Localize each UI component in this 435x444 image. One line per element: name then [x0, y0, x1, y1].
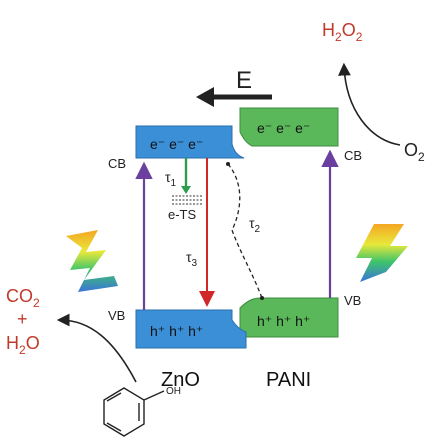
recombination-dot	[260, 296, 264, 300]
zno-vb-label: VB	[108, 308, 125, 323]
zno-cb-label: CB	[108, 156, 126, 171]
phenol-degradation-arrow	[56, 313, 137, 383]
h2o-label: H2O	[6, 333, 40, 357]
pani-conduction-band	[239, 107, 339, 147]
plus-label: +	[17, 309, 28, 329]
co2-label: CO2	[6, 286, 40, 310]
interfacial-recombination-path	[227, 163, 263, 299]
pani-vb-holes: h⁺ h⁺ h⁺	[257, 313, 310, 329]
tau1-label: τ1	[165, 169, 177, 189]
pani-valence-band	[239, 297, 339, 338]
field-label: E	[236, 67, 252, 94]
phenol-structure	[103, 387, 165, 437]
o2-label: O2	[404, 140, 425, 164]
zno-cb-electrons: e⁻ e⁻ e⁻	[150, 136, 203, 152]
tau3-label: τ3	[186, 249, 198, 269]
h2o2-label: H2O2	[322, 20, 363, 44]
tau2-label: τ2	[249, 215, 261, 235]
pani-vb-label: VB	[344, 293, 361, 308]
trap-arrow-head	[181, 186, 191, 194]
light-bolt-left-icon	[66, 230, 118, 292]
trap-state-label: e-TS	[168, 207, 197, 222]
field-arrow-head	[196, 87, 214, 107]
pani-name: PANI	[266, 369, 311, 391]
recombination-dot	[226, 162, 230, 166]
phenol-oh-label: OH	[166, 386, 181, 397]
zno-valence-band	[135, 309, 247, 349]
o2-to-h2o2-arrow	[338, 62, 401, 146]
zno-conduction-band	[135, 125, 245, 159]
pani-cb-electrons: e⁻ e⁻ e⁻	[257, 120, 310, 136]
zno-vb-holes: h⁺ h⁺ h⁺	[150, 323, 203, 339]
zno-name: ZnO	[161, 369, 200, 391]
light-bolt-right-icon	[356, 224, 408, 282]
pani-cb-label: CB	[344, 148, 362, 163]
